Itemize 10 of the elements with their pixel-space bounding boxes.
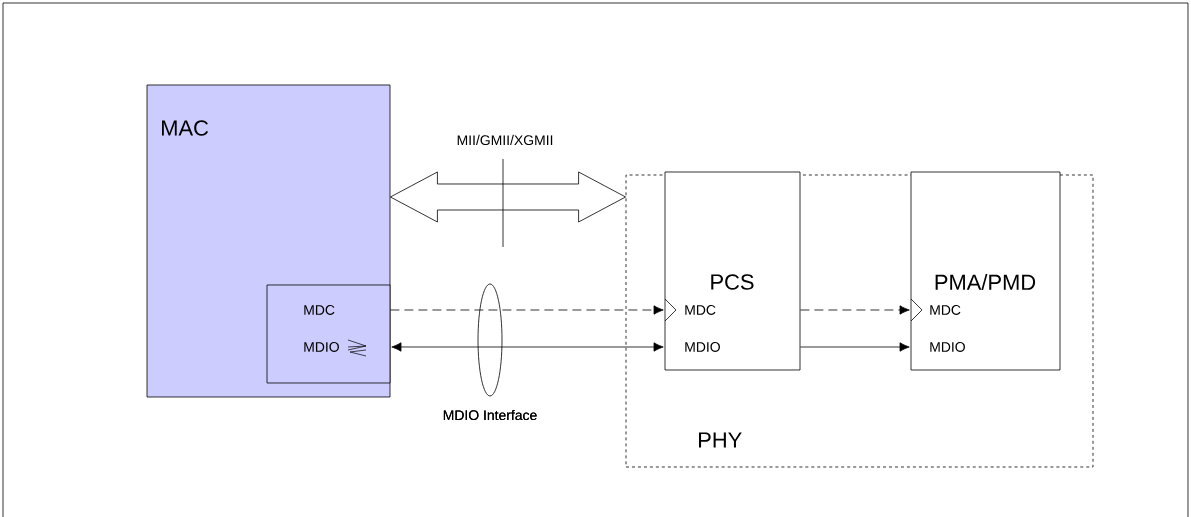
block-box: MDC MDIO: [266, 284, 391, 384]
block-box: PMA/PMD MDC MDIO: [910, 171, 1061, 371]
block-arrow: [390, 171, 626, 223]
arrow: [800, 342, 910, 352]
arrow: [390, 305, 664, 315]
edge-label: MII/GMII/XGMII: [457, 134, 553, 146]
arrow: [800, 305, 910, 315]
interface-label: MDIO Interface: [443, 409, 537, 421]
block-box: PCS MDC MDIO: [664, 171, 801, 371]
arrow: [391, 342, 664, 352]
